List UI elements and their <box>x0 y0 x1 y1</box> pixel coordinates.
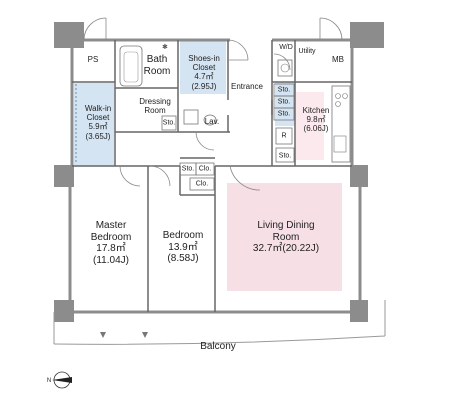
utility-label: Utility <box>298 48 316 55</box>
svg-text:✱: ✱ <box>162 43 168 51</box>
sto-label-6: Sto. <box>162 119 176 127</box>
shoes-in-closet-fill <box>180 40 226 94</box>
door-swings <box>83 17 343 191</box>
compass-n-label: N <box>46 378 52 384</box>
washing-machine <box>277 59 293 77</box>
interior-walls <box>72 40 352 312</box>
compass-icon <box>52 371 72 389</box>
lav-label: Lav. <box>204 117 220 126</box>
toilet <box>203 114 217 126</box>
storage-column-fill <box>275 82 295 126</box>
main-walls <box>68 38 362 314</box>
refrigerator-label: R <box>281 132 287 140</box>
kitchen-counter <box>331 85 351 163</box>
balcony-label: Balcony <box>200 341 236 352</box>
kitchen-fill <box>296 92 324 160</box>
walk-in-closet-fill <box>74 83 114 166</box>
sto-label-1: Sto. <box>277 86 291 94</box>
entrance-label: Entrance <box>230 82 264 91</box>
clo-label-2: Clo. <box>195 180 209 188</box>
bathtub <box>119 45 143 87</box>
sto-label-3: Sto. <box>277 110 291 118</box>
storage-boxes <box>161 83 295 191</box>
mb-label: MB <box>332 55 344 64</box>
structural-columns <box>54 22 384 322</box>
sto-label-2: Sto. <box>277 98 291 106</box>
balcony-outline <box>53 335 386 345</box>
sto-label-5: Sto. <box>181 165 195 173</box>
clo-label-1: Clo. <box>198 165 212 173</box>
living-room-fill <box>227 183 342 291</box>
sto-label-4: Sto. <box>278 152 292 160</box>
wd-label: W/D <box>279 44 293 51</box>
ps-label: PS <box>87 55 99 64</box>
